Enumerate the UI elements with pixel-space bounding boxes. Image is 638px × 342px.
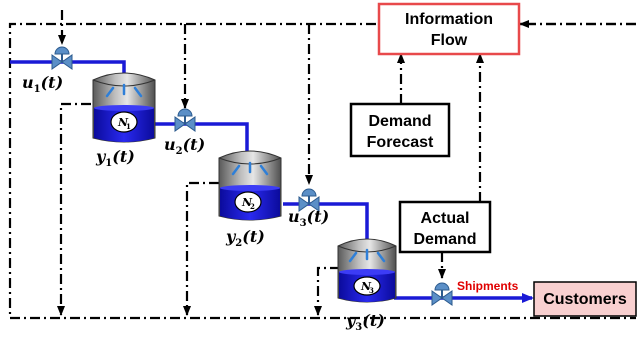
valve-u1[interactable] — [51, 46, 73, 70]
valve-u1-label: u1(t) — [22, 73, 63, 95]
information-lines — [8, 10, 636, 320]
tank-node-badge — [353, 276, 381, 296]
node-label: N — [241, 196, 253, 209]
valve-u3-label: u3(t) — [288, 207, 329, 229]
node-label: N — [360, 280, 372, 293]
customers-box: Customers — [533, 281, 637, 317]
node-label-sub: 3 — [369, 286, 374, 295]
demand-forecast-line2: Forecast — [367, 134, 434, 151]
actual-demand-line2: Demand — [413, 231, 476, 248]
tank-1: N 1 — [92, 72, 156, 143]
demand-forecast-box: Demand Forecast — [349, 102, 451, 158]
node-label-sub: 1 — [126, 122, 131, 131]
demand-forecast-line1: Demand — [368, 113, 431, 130]
pipe-inlet — [10, 60, 126, 74]
actual-demand-line1: Actual — [421, 210, 470, 227]
tank-node-badge — [234, 191, 262, 213]
valve-u2[interactable] — [174, 108, 196, 132]
valve-u2-label: u2(t) — [164, 135, 205, 157]
information-flow-line1: Information — [405, 11, 493, 28]
info-loop-outer — [8, 22, 636, 320]
customers-label: Customers — [543, 291, 627, 308]
information-flow-line2: Flow — [431, 32, 468, 49]
tank3-level-label: y3(t) — [345, 311, 385, 333]
shipments-label: Shipments — [457, 279, 519, 293]
tank1-level-label: y1(t) — [95, 147, 135, 169]
info-line-tank1-level — [57, 102, 91, 316]
info-line-tank3-level — [314, 266, 340, 316]
tank2-level-label: y2(t) — [225, 227, 265, 249]
actual-demand-box: Actual Demand — [398, 200, 492, 254]
info-line-tank2-level — [183, 181, 219, 316]
valve-shipments[interactable] — [431, 282, 453, 306]
information-flow-box: Information Flow — [377, 2, 521, 56]
tank-2: N 2 — [218, 150, 282, 221]
node-label: N — [117, 116, 129, 129]
tank-node-badge — [110, 111, 138, 133]
valve-u3[interactable] — [298, 188, 320, 212]
node-label-sub: 2 — [250, 202, 255, 211]
tank-3: N 3 — [337, 238, 397, 303]
